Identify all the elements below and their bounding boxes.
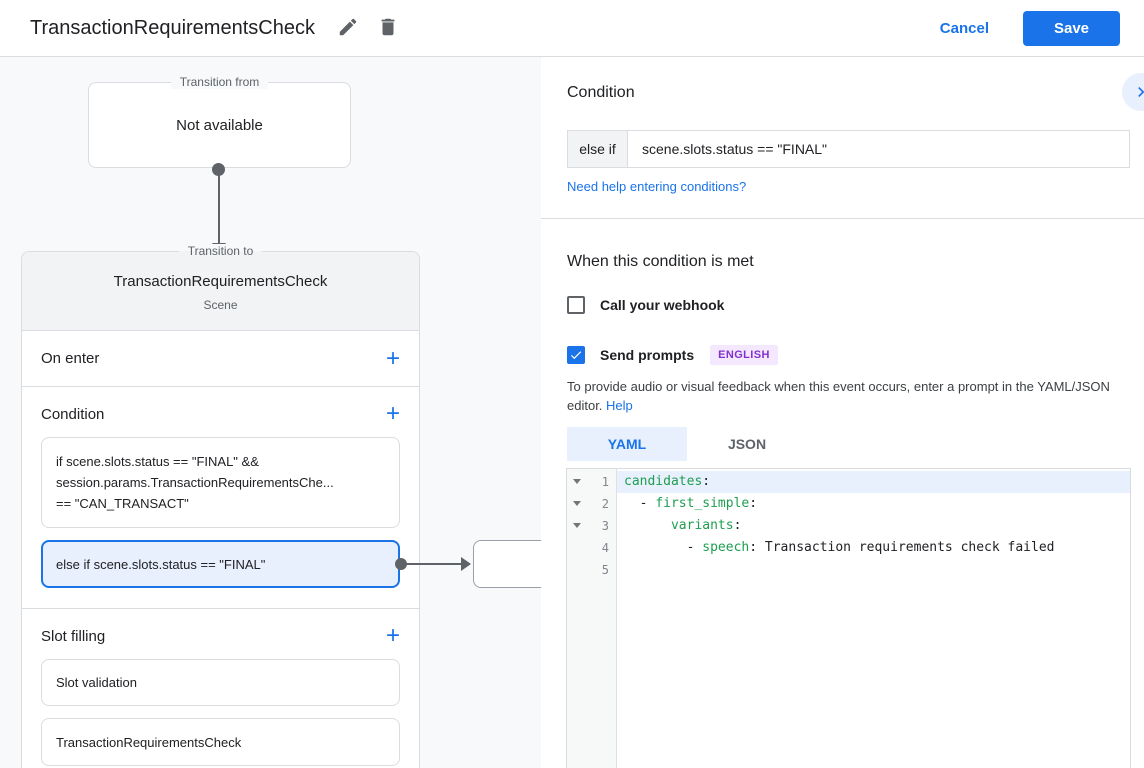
condition-card[interactable]: if scene.slots.status == "FINAL" &&sessi… — [41, 437, 400, 528]
condition-connector-line — [401, 563, 462, 565]
editor-line[interactable]: 5 — [567, 559, 1130, 581]
save-button[interactable]: Save — [1023, 10, 1120, 46]
prompt-editor-description: To provide audio or visual feedback when… — [567, 377, 1117, 415]
slot-filling-card[interactable]: TransactionRequirementsCheck — [41, 718, 400, 766]
on-enter-label: On enter — [41, 350, 100, 367]
transition-from-box[interactable]: Transition from Not available — [88, 75, 351, 168]
top-header: TransactionRequirementsCheck Cancel Save — [0, 0, 1144, 57]
condition-expression-input[interactable]: scene.slots.status == "FINAL" — [642, 141, 828, 157]
slot-filling-label: Slot filling — [41, 627, 106, 645]
description-text: To provide audio or visual feedback when… — [567, 379, 1110, 413]
pencil-icon[interactable] — [337, 16, 361, 40]
line-number: 4 — [601, 541, 609, 555]
trash-icon[interactable] — [377, 16, 401, 40]
help-link[interactable]: Help — [606, 398, 633, 413]
fold-spacer — [567, 537, 587, 559]
conditions-help-link[interactable]: Need help entering conditions? — [567, 179, 747, 194]
chevron-right-icon — [1131, 82, 1144, 102]
tab-yaml[interactable]: YAML — [567, 427, 687, 461]
scene-subtitle: Scene — [203, 298, 238, 312]
page-title: TransactionRequirementsCheck — [30, 16, 315, 39]
language-badge: ENGLISH — [710, 345, 778, 365]
condition-detail-panel: Condition else if scene.slots.status == … — [541, 57, 1144, 768]
code-text[interactable] — [617, 559, 1130, 581]
check-icon — [570, 351, 582, 360]
transition-to-box: Transition to TransactionRequirementsChe… — [21, 244, 420, 768]
section-divider — [541, 218, 1144, 219]
transition-from-content: Not available — [176, 116, 263, 134]
webhook-option-row: Call your webhook — [567, 296, 724, 314]
transition-from-legend: Transition from — [170, 75, 269, 89]
fold-arrow-icon[interactable] — [567, 515, 587, 537]
connector-vertical-line — [218, 170, 220, 244]
webhook-label: Call your webhook — [600, 297, 725, 313]
code-text[interactable]: - speech: Transaction requirements check… — [624, 540, 1055, 555]
when-condition-met-heading: When this condition is met — [567, 253, 754, 270]
scene-diagram-panel: Transition from Not available Transition… — [0, 57, 541, 768]
panel-heading: Condition — [567, 84, 635, 101]
condition-card-list: if scene.slots.status == "FINAL" &&sessi… — [41, 437, 400, 588]
transition-target-box[interactable] — [473, 540, 541, 588]
transition-to-legend: Transition to — [178, 244, 263, 258]
on-enter-section: On enter + — [22, 331, 419, 387]
line-number: 5 — [601, 563, 609, 577]
condition-expression-row: else if scene.slots.status == "FINAL" — [567, 130, 1130, 168]
send-prompts-checkbox[interactable] — [567, 346, 585, 364]
prompts-option-row: Send prompts ENGLISH — [567, 345, 778, 365]
code-text[interactable]: candidates: — [617, 471, 1130, 493]
collapse-panel-button[interactable] — [1122, 73, 1144, 111]
code-text[interactable]: variants: — [670, 518, 742, 533]
connector-start-dot — [212, 163, 225, 176]
editor-line[interactable]: 2 - first_simple: — [567, 493, 1130, 515]
cancel-button[interactable]: Cancel — [939, 19, 989, 37]
line-number: 1 — [601, 475, 609, 489]
line-number: 3 — [601, 519, 609, 533]
send-prompts-label: Send prompts — [600, 347, 695, 363]
fold-arrow-icon[interactable] — [567, 493, 587, 515]
editor-line[interactable]: 3 variants: — [567, 515, 1130, 537]
fold-spacer — [567, 559, 587, 581]
condition-section: Condition + if scene.slots.status == "FI… — [22, 387, 419, 609]
scene-card-header[interactable]: TransactionRequirementsCheck Scene — [22, 252, 419, 331]
editor-line[interactable]: 1 candidates: — [567, 471, 1130, 493]
connector-arrowhead-right-icon — [461, 557, 471, 571]
scene-title: TransactionRequirementsCheck — [113, 273, 328, 290]
webhook-checkbox[interactable] — [567, 296, 585, 314]
code-text[interactable]: - first_simple: — [624, 496, 758, 511]
add-on-enter-button[interactable]: + — [385, 344, 400, 372]
editor-format-tabs: YAML JSON — [567, 427, 807, 461]
tab-json[interactable]: JSON — [727, 436, 767, 452]
editor-line[interactable]: 4 - speech: Transaction requirements che… — [567, 537, 1130, 559]
line-number: 2 — [601, 497, 609, 511]
fold-arrow-icon[interactable] — [567, 471, 587, 493]
editor-gutter — [567, 469, 617, 768]
add-condition-button[interactable]: + — [385, 400, 400, 427]
condition-section-label: Condition — [41, 405, 105, 423]
add-slot-button[interactable]: + — [385, 622, 400, 649]
slot-filling-card[interactable]: Slot validation — [41, 659, 400, 706]
condition-card-selected[interactable]: else if scene.slots.status == "FINAL" — [41, 540, 400, 588]
condition-prefix-label: else if — [568, 131, 628, 167]
